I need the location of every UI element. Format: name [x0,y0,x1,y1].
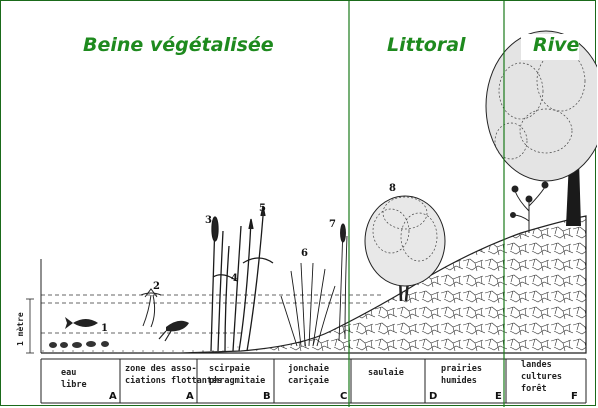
cell-landes-line3: forêt [521,383,547,394]
cell-flottantes-letter: A [186,391,194,402]
cell-landes-line1: landes [521,360,552,370]
plant-number-7: 7 [329,219,336,230]
cell-scirpaie-letter: B [263,391,271,402]
frog-icon [159,321,189,341]
plant-number-4: 4 [231,273,238,284]
cell-scirpaie-line1: scirpaie [209,363,250,374]
zone-title-rive: Rive [533,34,580,56]
cell-scirpaie-line2: phragmitaie [209,375,265,386]
plant-number-2: 2 [153,281,160,292]
cell-jonchaie-line1: jonchaie [288,363,329,374]
cell-jonchaie-line2: cariçaie [288,375,329,386]
plant-number-1: 1 [101,323,108,334]
cell-eau-line1: eau [61,368,76,378]
zone-title-littoral: Littoral [387,34,466,56]
reed-cluster-icon [211,206,273,351]
cell-landes-letter: F [571,391,578,402]
cell-flottantes-line2: ciations flottantes [125,375,222,386]
cell-prairies-letter: D [429,391,437,402]
cell-landes-line2: cultures [521,372,562,382]
forest-tree-icon [486,31,597,226]
cell-e-letter: E [495,391,502,402]
cell-flottantes-line1: zone des asso- [125,364,197,374]
shrub-icon [511,182,549,233]
depth-label: 1 mètre [15,312,25,346]
cell-eau-letter: A [109,391,117,402]
plant-number-8: 8 [389,183,396,194]
cell-prairies-line2: humides [441,375,477,386]
cell-jonchaie-letter: C [340,391,347,402]
floating-plant-icon [141,289,161,327]
fish-icon [65,317,98,329]
bottom-shells-icon [49,341,109,348]
cell-eau-line2: libre [61,379,87,390]
cell-saulaie-line1: saulaie [368,367,404,378]
plant-number-6: 6 [301,248,308,259]
zone-title-beine: Beine végétalisée [83,34,274,56]
plant-number-5: 5 [259,203,266,214]
cell-prairies-line1: prairies [441,363,482,374]
plant-number-3: 3 [205,215,212,226]
